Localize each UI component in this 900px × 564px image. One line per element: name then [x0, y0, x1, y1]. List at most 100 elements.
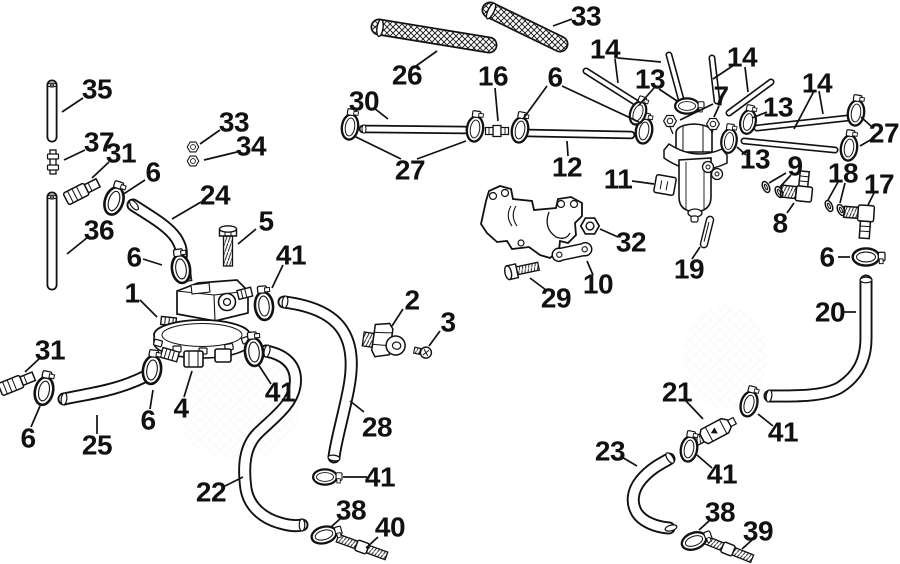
leader-line	[786, 202, 795, 214]
callout-13-23: 13	[751, 92, 794, 123]
leader-line	[353, 135, 402, 160]
hoses	[57, 1, 873, 535]
callout-41-52: 41	[757, 413, 799, 448]
braided-hose-33	[481, 1, 569, 53]
leader-line	[121, 179, 146, 196]
leader-line	[391, 308, 404, 327]
callout-31-40: 31	[24, 335, 66, 373]
callout-6-9: 6	[126, 242, 163, 273]
callout-3-39: 3	[428, 307, 456, 347]
callout-24-6: 24	[171, 180, 231, 220]
leader-line	[529, 277, 547, 291]
screw-3	[412, 346, 433, 359]
connector-16	[484, 124, 510, 138]
elbow-fitting-17	[842, 204, 876, 240]
solenoid-connector-11	[653, 173, 677, 197]
leader-line	[149, 389, 154, 410]
part-number-label: 7	[713, 81, 728, 112]
clamp-6e	[508, 109, 533, 145]
nut-33	[186, 141, 200, 153]
callout-41-45: 41	[257, 363, 296, 408]
callout-1-11: 1	[124, 278, 158, 318]
hose-barb-31-top	[62, 176, 102, 206]
clamp-41e	[677, 428, 702, 464]
bolt-5	[218, 225, 238, 267]
leader-line	[867, 192, 875, 206]
part-number-label: 28	[362, 412, 392, 443]
callout-27-14: 27	[353, 135, 467, 186]
clamp-6d	[139, 347, 165, 387]
part-number-label: 6	[140, 405, 155, 436]
part-number-label: 11	[604, 164, 633, 195]
callout-27-25: 27	[859, 116, 900, 149]
leader-line	[698, 520, 710, 531]
part-number-label: 41	[768, 417, 798, 448]
clamp-27b	[464, 108, 487, 144]
part-number-label: 13	[635, 64, 665, 95]
part-number-label: 39	[743, 516, 773, 547]
callout-18-28: 18	[827, 158, 859, 204]
leader-line	[617, 57, 662, 63]
leader-line	[793, 90, 815, 130]
leader-line	[349, 400, 365, 413]
part-number-label: 20	[815, 297, 845, 328]
callout-31-2: 31	[91, 138, 137, 179]
leader-line	[30, 405, 41, 428]
clamp-13d	[718, 121, 741, 155]
part-number-label: 5	[258, 206, 273, 237]
leader-line	[599, 228, 619, 238]
leader-line	[142, 258, 163, 266]
part-number-label: 12	[552, 152, 582, 183]
leader-line	[736, 146, 747, 156]
callout-6-41: 6	[20, 405, 41, 454]
part-number-label: 36	[84, 215, 114, 246]
nut-34	[186, 155, 200, 167]
primer-solenoid-assembly	[653, 114, 728, 223]
callout-6-5: 6	[121, 157, 161, 196]
part-number-label: 38	[336, 495, 366, 526]
braided-hose-26	[370, 18, 498, 54]
callout-22-46: 22	[196, 476, 244, 508]
leader-line	[66, 236, 89, 255]
part-number-label: 23	[595, 436, 625, 467]
leader-line	[586, 260, 594, 276]
part-number-label: 41	[265, 377, 295, 408]
part-number-label: 31	[106, 138, 136, 169]
part-number-label: 27	[395, 155, 425, 186]
leader-line	[751, 111, 768, 119]
tube-36	[46, 191, 58, 291]
callout-12-17: 12	[552, 140, 583, 183]
part-number-label: 14	[802, 68, 833, 99]
leader-line	[685, 400, 704, 420]
hose-22	[238, 344, 309, 533]
part-number-label: 6	[126, 242, 141, 273]
hose-23	[626, 452, 678, 535]
callout-39-56: 39	[741, 516, 774, 550]
bolt-29	[504, 261, 541, 281]
leader-line	[171, 201, 202, 220]
link-10	[551, 241, 593, 263]
leader-line	[638, 87, 655, 106]
callout-33-18: 33	[552, 1, 602, 32]
callout-10-33: 10	[583, 260, 614, 300]
callout-41-10: 41	[271, 240, 307, 289]
elbow-fitting-8	[779, 170, 814, 203]
part-number-label: 6	[819, 242, 834, 273]
callout-37-1: 37	[63, 127, 115, 161]
fitting-7-left	[662, 114, 678, 128]
part-number-label: 13	[763, 92, 793, 123]
callout-13-20: 13	[635, 64, 678, 106]
part-number-label: 34	[236, 131, 267, 162]
leader-line	[373, 107, 389, 120]
part-number-label: 6	[20, 423, 35, 454]
callout-41-48: 41	[343, 462, 396, 493]
clamp-41c	[311, 468, 344, 486]
part-number-label: 35	[82, 74, 112, 105]
callout-6-36: 6	[819, 242, 850, 273]
fuel-lines-14	[582, 51, 852, 154]
leader-line	[614, 58, 619, 84]
leader-line	[631, 180, 655, 185]
part-number-label: 16	[478, 61, 508, 92]
callout-14-19: 14	[590, 34, 662, 84]
